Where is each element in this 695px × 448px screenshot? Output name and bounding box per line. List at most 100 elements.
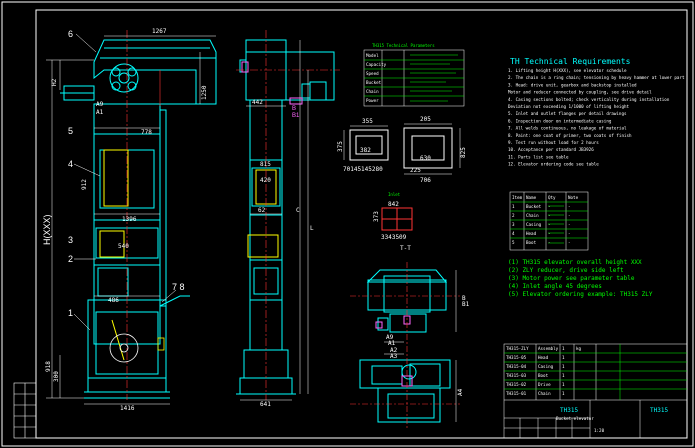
mid-table-cell: 4 xyxy=(512,231,515,236)
inlet-note: T-T xyxy=(400,245,411,252)
title-block-cell: Chain xyxy=(538,391,551,396)
inlet-detail: Inlet 842 373 3343509 T-T xyxy=(373,192,413,252)
mid-table-cell: Chain xyxy=(526,213,539,218)
outlet-h2: 225 xyxy=(410,167,421,174)
top-table-row-label: Speed xyxy=(366,71,379,76)
title-block-cell: Drive xyxy=(538,382,551,387)
outlet-w1: 355 xyxy=(362,118,373,125)
title-block-cell: kg xyxy=(576,346,582,351)
callout-6: 6 xyxy=(68,29,73,39)
title-block-cell: TH315-02 xyxy=(506,382,527,387)
drive-dim-a4: A4 xyxy=(457,388,464,396)
outlet-label2: 205 xyxy=(420,116,431,123)
casing-width-label: 486 xyxy=(108,297,119,304)
title-block-cell: Assembly xyxy=(538,346,559,351)
inlet-label: 3343509 xyxy=(381,234,407,241)
dim-300: 300 xyxy=(53,371,60,382)
mid-table-cell: Bucket xyxy=(526,204,542,209)
drive-dim-a: A9 xyxy=(386,334,394,341)
tech-note-line: 7. All welds continuous, no leakage of m… xyxy=(508,126,627,131)
mid-table-cell: - xyxy=(568,240,571,245)
base-width-label: 1416 xyxy=(120,405,135,412)
mid-table-cell: - xyxy=(548,240,551,245)
tech-note-line: 2. The chain is a ring chain; tensioning… xyxy=(508,75,685,80)
callout-5: 5 xyxy=(68,126,73,136)
front-height-l: L xyxy=(310,225,314,232)
drive-dim-b1: B1 xyxy=(462,301,470,308)
lower-notes: (1) TH315 elevator overall height XXX(2)… xyxy=(508,259,653,298)
title-block-cell: 1 xyxy=(562,382,565,387)
mid-table-cell: - xyxy=(548,222,551,227)
top-table-row-label: Chain xyxy=(366,89,379,94)
side-width-label-3: 1396 xyxy=(122,216,137,223)
title-block-cell: 1 xyxy=(562,373,565,378)
mid-table-cell: Boot xyxy=(526,240,537,245)
callout-4: 4 xyxy=(68,159,73,169)
tech-note-line: 1. Lifting height H(XXX), see elevator s… xyxy=(508,68,627,73)
outlet-w4: 706 xyxy=(420,177,431,184)
dim-912: 912 xyxy=(81,179,88,190)
inlet-dim-a: 842 xyxy=(388,201,399,208)
tech-note-line: 10. Acceptance per standard JB3926 xyxy=(508,147,594,152)
mid-table-cell: - xyxy=(548,204,551,209)
title-block-cell: 1 xyxy=(562,355,565,360)
mid-table-header: Note xyxy=(568,195,579,200)
callout-2: 2 xyxy=(68,254,73,264)
label-a9: A9 xyxy=(96,101,104,108)
mid-table-cell: - xyxy=(568,222,571,227)
mid-table-cell: Casing xyxy=(526,222,542,227)
tech-note-line: 8. Paint: one coat of primer, two coats … xyxy=(508,133,632,138)
inlet-width-label: 540 xyxy=(118,243,129,250)
mid-table-cell: - xyxy=(548,213,551,218)
mid-table-header: Name xyxy=(526,195,537,200)
drive-dim-a1: A1 xyxy=(388,340,396,347)
drawing-name: TH315 xyxy=(560,407,578,414)
front-base-dim: 641 xyxy=(260,401,271,408)
drive-dim-a3: A3 xyxy=(390,353,398,360)
top-table-row-label: Model xyxy=(366,53,379,58)
drawing-sub: Bucket elevator xyxy=(556,416,594,421)
mid-table-cell: 3 xyxy=(512,222,515,227)
side-view: 1267 778 1396 486 540 1416 H2 1250 912 9… xyxy=(42,28,217,412)
callout-78: 7 8 xyxy=(172,282,185,292)
tech-note-line: 3. Head: drive unit, gearbox and backsto… xyxy=(508,82,637,87)
mid-table-cell: - xyxy=(568,213,571,218)
drive-dim-b: B xyxy=(462,295,466,302)
outlet-h3: 825 xyxy=(460,147,467,158)
dim-918: 918 xyxy=(45,361,52,372)
head-height-label: H2 xyxy=(51,78,58,86)
mid-table-cell: - xyxy=(548,231,551,236)
title-block-cell: Head xyxy=(538,355,549,360)
outlet-h1: 375 xyxy=(337,141,344,152)
mid-table-cell: 2 xyxy=(512,213,515,218)
title-block-cell: Casing xyxy=(538,364,554,369)
overall-height-dim: H(XXX) xyxy=(42,214,52,245)
top-table-row-label: Bucket xyxy=(366,80,382,85)
inlet-title: Inlet xyxy=(388,192,401,197)
mid-table-cell: - xyxy=(568,231,571,236)
title-block-cell: Boot xyxy=(538,373,549,378)
front-top-dim: 442 xyxy=(252,99,263,106)
tech-note-line: Motor and reducer connected by coupling,… xyxy=(508,90,652,95)
tech-note-line: 6. Inspection door on intermediate casin… xyxy=(508,118,612,123)
outlet-label: 70145145280 xyxy=(343,166,383,173)
mid-table-header: Item xyxy=(512,195,523,200)
side-width-label-2: 778 xyxy=(141,129,152,136)
front-dim-815: 815 xyxy=(260,161,271,168)
side-width-label: 1267 xyxy=(152,28,167,35)
mid-table-cell: Head xyxy=(526,231,537,236)
tech-note-line: 9. Test run without load for 2 hours xyxy=(508,140,599,145)
top-table-row-label: Capacity xyxy=(366,62,387,67)
title-block-cell: TH315-01 xyxy=(506,391,527,396)
front-side-b1: B1 xyxy=(292,113,300,119)
head-side-dim: 1250 xyxy=(201,85,208,100)
front-mid-dim: 62 xyxy=(258,207,266,214)
mid-table-cell: 1 xyxy=(512,204,515,209)
mid-table-cell: 5 xyxy=(512,240,515,245)
title-block-cell: 1 xyxy=(562,391,565,396)
drive-detail: A9 A1 B B1 A2 A3 A4 xyxy=(350,262,470,430)
lower-note-line: (3) Motor power see parameter table xyxy=(508,275,635,282)
top-table-row-label: Power xyxy=(366,98,379,103)
